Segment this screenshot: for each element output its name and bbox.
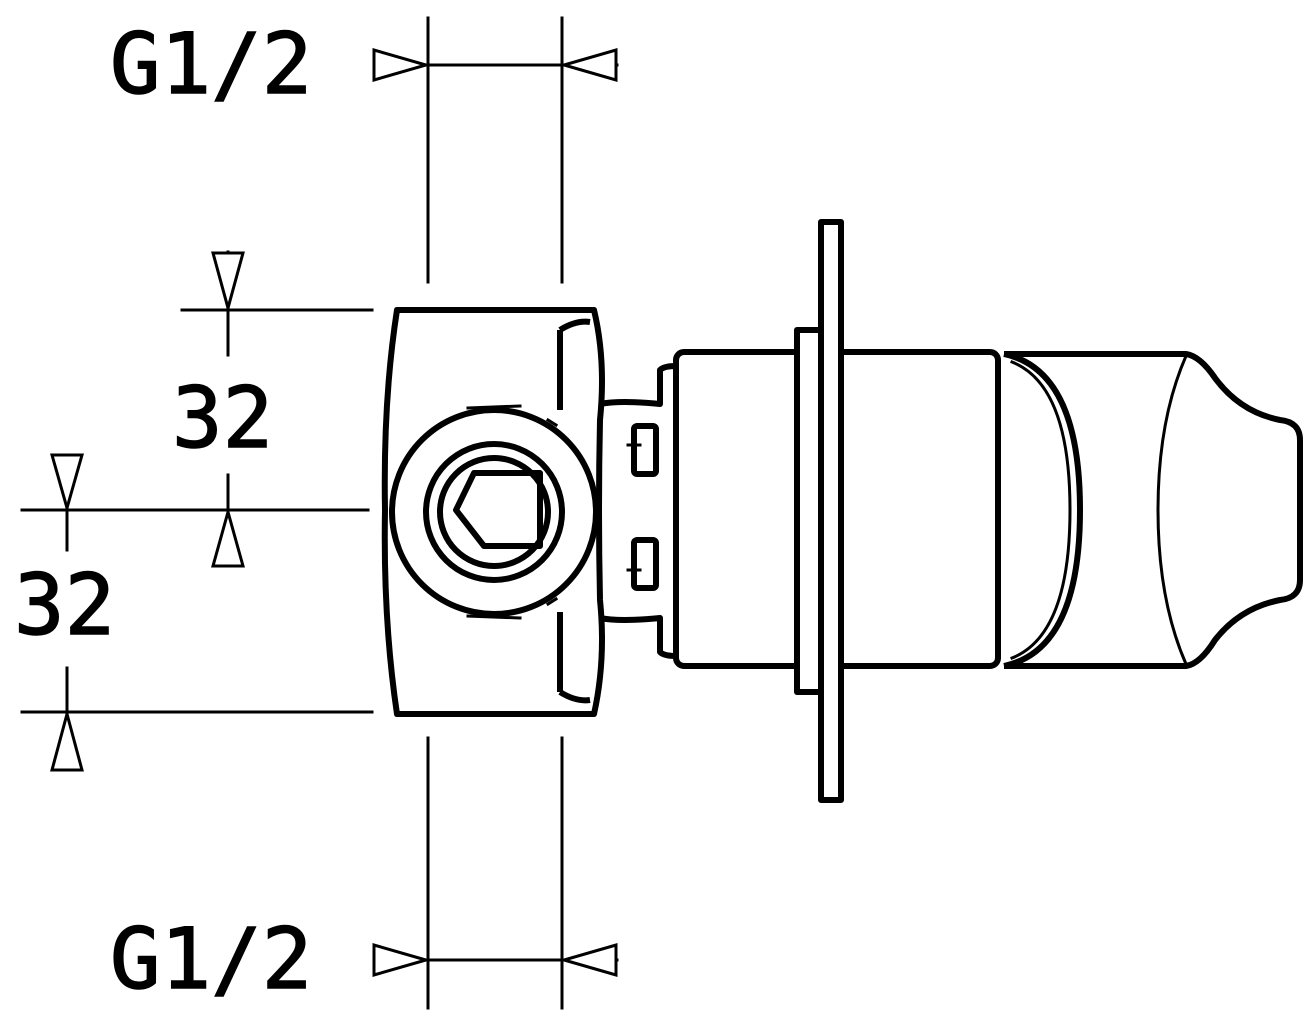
bottom-thread-dimension: G1/2 bbox=[109, 736, 619, 1010]
valve-body-upper-lug bbox=[557, 318, 591, 410]
inlet-port-inner-ring bbox=[437, 455, 551, 569]
inlet-port-nut-ring bbox=[423, 441, 565, 583]
inlet-port-hatch-bottom bbox=[466, 596, 559, 620]
valve-bolt-upper bbox=[631, 423, 659, 477]
valve-body-outline bbox=[381, 307, 605, 717]
handle-knob-outline bbox=[1004, 351, 1303, 669]
wall-flange bbox=[818, 219, 844, 803]
valve-neck-upper bbox=[599, 363, 677, 407]
valve-neck-lower bbox=[599, 615, 677, 659]
lower-arrow-up-icon bbox=[50, 708, 84, 772]
lower-arrow-down-icon bbox=[50, 453, 84, 514]
valve-body-lower-lug bbox=[557, 612, 591, 704]
top-arrow-left-icon bbox=[372, 48, 432, 82]
handle-knob-inner-curve bbox=[1010, 360, 1072, 660]
handle-knob-end-curve bbox=[1156, 354, 1188, 666]
lower-spacing-label: 32 bbox=[14, 556, 115, 654]
bottom-thread-label: G1/2 bbox=[110, 910, 312, 1008]
inlet-port bbox=[389, 404, 599, 620]
handle-knob-front-curve bbox=[1003, 351, 1083, 669]
square-drive-icon bbox=[453, 470, 543, 549]
upper-arrow-down-icon bbox=[211, 251, 245, 314]
cylinder-collar bbox=[794, 327, 824, 695]
valve-bolt-lower bbox=[631, 537, 659, 591]
top-arrow-right-icon bbox=[558, 48, 618, 82]
inlet-port-outer-ring bbox=[389, 407, 599, 617]
inlet-port-hatch-top bbox=[466, 404, 559, 428]
handle-knob bbox=[1003, 351, 1303, 669]
upper-spacing-dimension: 32 bbox=[20, 250, 374, 568]
lower-spacing-dimension: 32 bbox=[13, 453, 374, 772]
bottom-arrow-right-icon bbox=[558, 943, 618, 977]
wall-flange-plate bbox=[818, 219, 844, 803]
upper-arrow-up-icon bbox=[211, 506, 245, 568]
top-thread-label: G1/2 bbox=[110, 15, 312, 113]
valve-body bbox=[381, 307, 677, 717]
upper-spacing-label: 32 bbox=[172, 369, 273, 467]
bottom-arrow-left-icon bbox=[372, 943, 432, 977]
top-thread-dimension: G1/2 bbox=[109, 14, 619, 284]
